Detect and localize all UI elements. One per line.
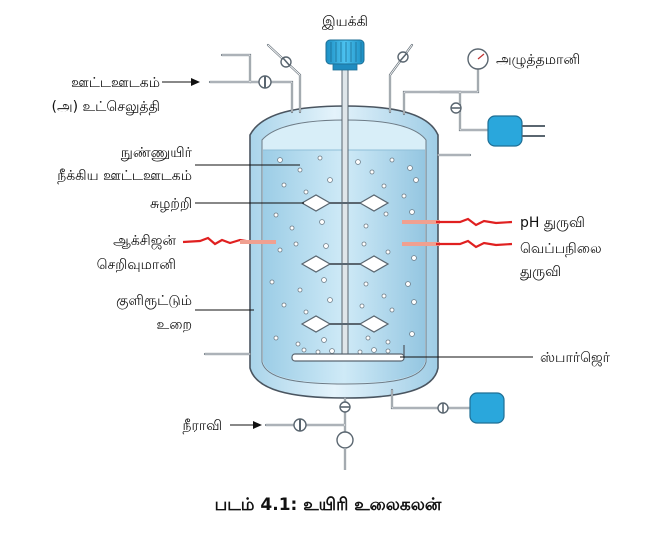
bubble: [381, 183, 387, 189]
bubble: [319, 219, 325, 225]
bubble: [303, 309, 309, 315]
bubble: [303, 189, 309, 195]
pressure-gauge: [467, 48, 489, 70]
bubble: [269, 279, 275, 285]
label-filter-2: நீக்கிய ஊட்டஊடகம்: [57, 168, 192, 184]
label-jacket-2: உறை: [157, 317, 192, 333]
bubble: [293, 241, 299, 247]
bubble: [359, 303, 365, 309]
bubble: [365, 335, 371, 341]
motor: [325, 39, 365, 71]
bubble: [413, 177, 419, 183]
bubble: [407, 165, 413, 171]
sparger-ring: [291, 353, 405, 362]
impeller-bottom: [300, 315, 390, 333]
bubble: [383, 211, 389, 217]
bubble: [385, 249, 391, 255]
bubble: [389, 157, 395, 163]
bubble: [281, 182, 287, 188]
impeller-middle: [300, 255, 390, 273]
bubble: [409, 209, 415, 215]
impeller-assembly: [300, 59, 390, 361]
bubble: [371, 347, 377, 353]
label-motor: இயக்கி: [322, 14, 368, 30]
leader-lines: [162, 78, 533, 429]
agitator-shaft: [341, 59, 349, 361]
bubble: [317, 155, 323, 161]
bubble: [321, 337, 327, 343]
impeller-top: [300, 194, 390, 212]
temperature-probe: [402, 239, 513, 249]
bubble: [369, 169, 375, 175]
label-sparger: ஸ்பார்ஜெர்: [540, 350, 611, 367]
figure-caption: படம் 4.1: உயிரி உலைகலன்: [215, 495, 442, 515]
bubble: [329, 348, 335, 354]
label-oxygen-1: ஆக்சிஜன்: [113, 233, 176, 250]
bubble: [401, 193, 407, 199]
label-outlet: நீராவி: [183, 418, 222, 434]
bubble: [323, 243, 329, 249]
filter-top: [487, 115, 545, 147]
label-ph-probe: pH துருவி: [520, 215, 585, 231]
bubble: [409, 331, 415, 337]
oxygen-probe: [182, 236, 276, 246]
label-filter-1: நுண்ணுயிர்: [121, 145, 193, 161]
bubble: [297, 167, 303, 173]
valves: [258, 51, 462, 449]
valve-drain-bottom: [336, 431, 354, 449]
bubble: [327, 177, 333, 183]
label-temp-2: துருவி: [520, 264, 561, 280]
bubble: [277, 157, 283, 163]
bubble: [363, 281, 369, 287]
label-inlet-1: ஊட்டஊடகம்: [71, 75, 160, 91]
bubble: [385, 339, 391, 345]
bubble: [289, 225, 295, 231]
label-gauge: அழுத்தமானி: [496, 52, 580, 69]
label-temp-1: வெப்பநிலை: [520, 241, 602, 257]
filter-bottom: [469, 392, 505, 424]
bubble: [381, 293, 387, 299]
bubble: [281, 302, 287, 308]
bubble: [355, 159, 361, 165]
label-jacket-1: குளிரூட்டும்: [116, 293, 192, 310]
bubble: [385, 348, 391, 354]
label-impeller: சுழற்றி: [150, 196, 192, 212]
label-oxygen-2: செறிவுமானி: [97, 257, 176, 273]
bubble: [277, 247, 283, 253]
bubble: [273, 212, 279, 218]
bubble: [301, 347, 307, 353]
bubble: [405, 281, 411, 287]
bubble: [295, 341, 301, 347]
ph-probe: [402, 217, 513, 227]
bubble: [411, 255, 417, 261]
bubble: [273, 335, 279, 341]
bubble: [321, 277, 327, 283]
bubble: [411, 299, 417, 305]
bubble: [327, 297, 333, 303]
bubble: [363, 223, 369, 229]
bubble: [297, 287, 303, 293]
label-inlet-2: (அ) உட்செலுத்தி: [52, 99, 160, 115]
bubble: [361, 241, 367, 247]
bubble: [389, 307, 395, 313]
